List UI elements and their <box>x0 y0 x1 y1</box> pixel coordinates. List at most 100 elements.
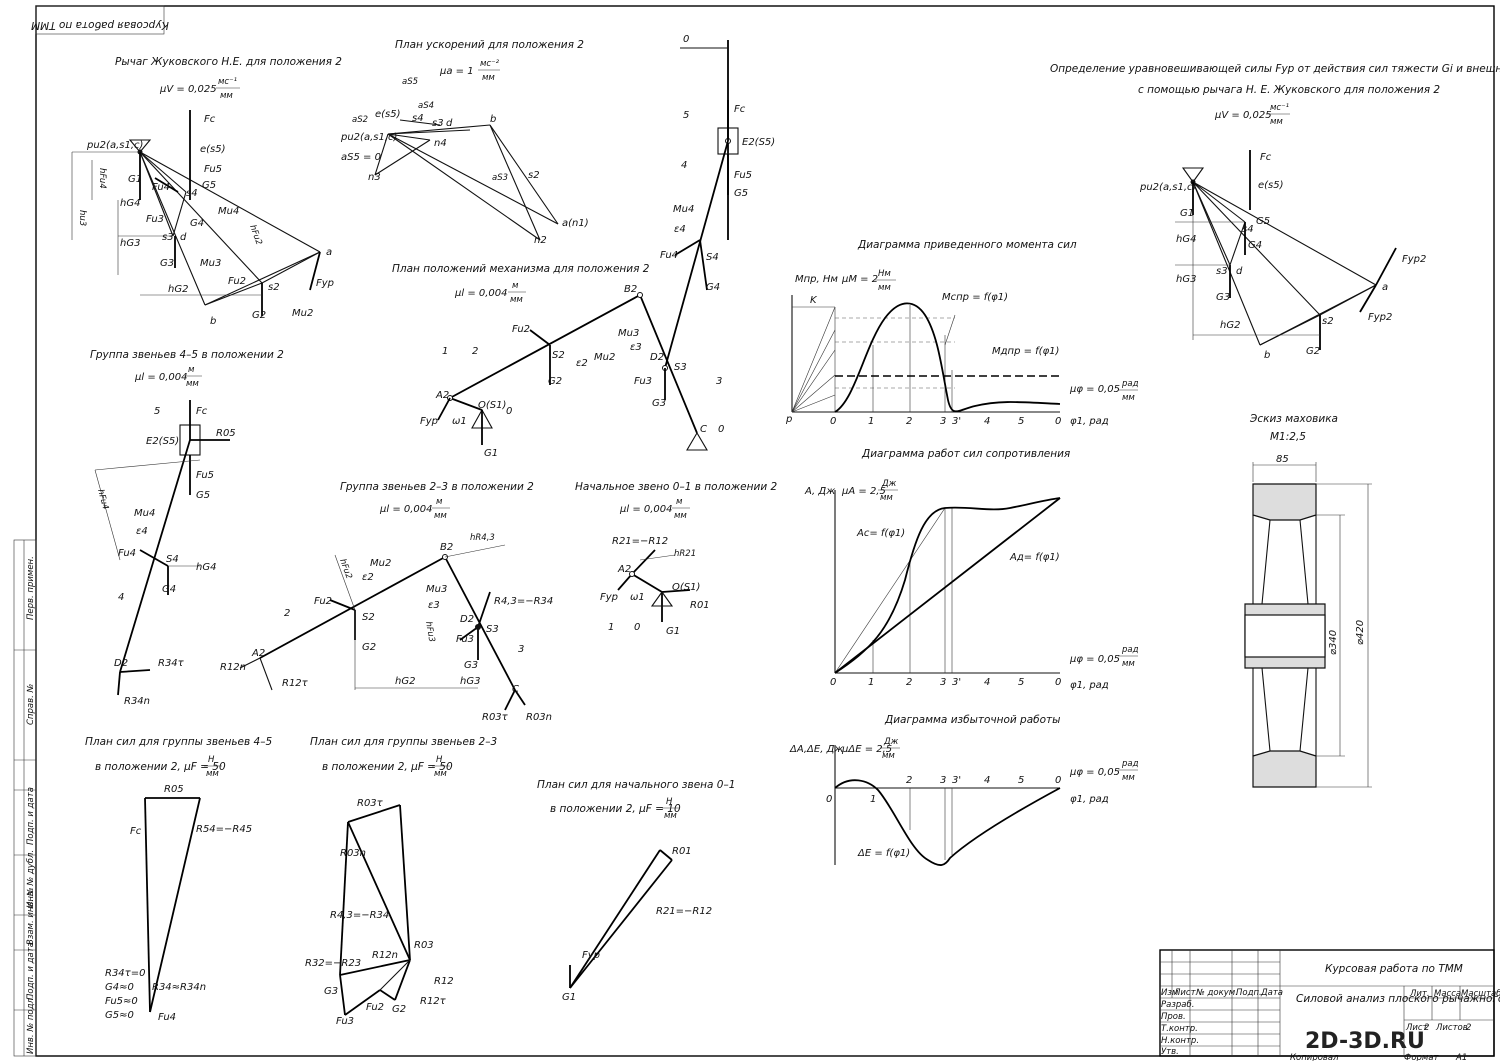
svg-text:5: 5 <box>1018 775 1024 786</box>
svg-text:мм: мм <box>882 751 895 761</box>
svg-text:Fu5≈0: Fu5≈0 <box>105 996 138 1007</box>
svg-text:d: d <box>1236 266 1243 277</box>
svg-text:p: p <box>785 414 792 425</box>
work-curve-c <box>834 497 1061 674</box>
svg-text:Fc: Fc <box>204 114 216 125</box>
svg-text:hG3: hG3 <box>460 676 480 687</box>
svg-text:Масштаб: Масштаб <box>1461 989 1500 999</box>
balance-force: Определение уравновешивающей силы Fур от… <box>1050 63 1500 361</box>
svg-text:φ1, рад: φ1, рад <box>1070 416 1109 427</box>
svg-text:Дж: Дж <box>881 479 897 489</box>
svg-text:ω1: ω1 <box>452 416 467 427</box>
svg-text:B2: B2 <box>440 542 453 553</box>
svg-text:м: м <box>512 281 519 291</box>
side-stamp-4: Инв. № дубл. <box>26 850 36 908</box>
group-4-5: Группа звеньев 4–5 в положении 2 μl = 0,… <box>90 349 284 707</box>
svg-text:pu2(a,s1,c): pu2(a,s1,c) <box>86 140 143 151</box>
svg-text:Fu3: Fu3 <box>336 1016 354 1027</box>
svg-text:2: 2 <box>284 608 290 619</box>
svg-text:ε4: ε4 <box>674 224 686 235</box>
svg-text:Определение уравновешивающей с: Определение уравновешивающей силы Fур от… <box>1050 63 1500 75</box>
svg-text:D2: D2 <box>114 658 128 669</box>
initial-link: Начальное звено 0–1 в положении 2 μl = 0… <box>575 481 777 637</box>
svg-text:0: 0 <box>826 794 832 805</box>
svg-text:S2: S2 <box>552 350 565 361</box>
svg-text:Дж: Дж <box>883 737 899 747</box>
svg-text:Fyp: Fyp <box>582 950 600 961</box>
svg-text:G1: G1 <box>562 992 576 1003</box>
svg-text:μV = 0,025: μV = 0,025 <box>1214 110 1272 121</box>
svg-text:м: м <box>676 497 683 507</box>
svg-text:Mu4: Mu4 <box>218 206 239 217</box>
svg-text:Mu3: Mu3 <box>426 584 447 595</box>
svg-text:2: 2 <box>906 677 912 688</box>
title-block-work: Курсовая работа по ТММ <box>1325 963 1463 975</box>
svg-text:3: 3 <box>940 416 946 427</box>
svg-text:G3: G3 <box>1216 292 1230 303</box>
svg-text:Эскиз маховика: Эскиз маховика <box>1249 413 1338 425</box>
svg-text:μφ = 0,05: μφ = 0,05 <box>1069 384 1120 395</box>
svg-text:hG3: hG3 <box>120 238 140 249</box>
svg-text:Aд= f(φ1): Aд= f(φ1) <box>1009 552 1060 563</box>
svg-text:μA = 2,5: μA = 2,5 <box>841 486 886 497</box>
svg-text:ΔE = f(φ1): ΔE = f(φ1) <box>857 848 910 859</box>
svg-text:hG4: hG4 <box>1176 234 1196 245</box>
mechanism-plan: План положений механизма для положения 2… <box>392 34 775 459</box>
svg-text:Fyp: Fyp <box>420 416 438 427</box>
title-block-doc: Силовой анализ плоского рычажного механи… <box>1296 993 1500 1005</box>
svg-text:м: м <box>188 365 195 375</box>
svg-text:Fc: Fc <box>196 406 208 417</box>
svg-text:S4: S4 <box>706 252 719 263</box>
svg-text:S2: S2 <box>362 612 375 623</box>
svg-text:s4: s4 <box>412 113 424 124</box>
svg-text:a(n1): a(n1) <box>562 218 589 229</box>
svg-text:R34τ: R34τ <box>158 658 185 669</box>
svg-text:C: C <box>512 684 519 695</box>
svg-text:Fu2: Fu2 <box>366 1002 384 1013</box>
svg-text:Fu3: Fu3 <box>456 634 474 645</box>
svg-text:4: 4 <box>984 775 990 786</box>
svg-text:G5: G5 <box>196 490 210 501</box>
flywheel-rim-top <box>1252 483 1317 521</box>
svg-text:A2: A2 <box>251 648 265 659</box>
svg-text:B2: B2 <box>624 284 637 295</box>
watermark: 2D-3D.RU <box>1305 1029 1425 1054</box>
svg-text:K: K <box>810 295 818 306</box>
svg-text:Н: Н <box>208 755 215 765</box>
svg-text:hFu4: hFu4 <box>97 168 107 189</box>
side-stamp-2: Справ. № <box>26 683 36 725</box>
svg-text:pu2(a,s1,c): pu2(a,s1,c) <box>340 132 397 143</box>
svg-text:G5≈0: G5≈0 <box>105 1010 134 1021</box>
svg-text:Диаграмма избыточной работы: Диаграмма избыточной работы <box>884 714 1060 726</box>
svg-text:0: 0 <box>506 406 512 417</box>
svg-text:1: 1 <box>868 416 874 427</box>
svg-text:R12n: R12n <box>220 662 246 673</box>
svg-text:R12n: R12n <box>372 950 398 961</box>
svg-text:s4: s4 <box>186 188 198 199</box>
svg-text:мм: мм <box>1270 117 1283 127</box>
side-stamp-6: Подп. и дата <box>26 942 36 1000</box>
svg-text:R12τ: R12τ <box>420 996 447 1007</box>
svg-text:мс⁻²: мс⁻² <box>480 59 500 69</box>
svg-text:A, Дж: A, Дж <box>804 486 835 497</box>
svg-text:Fu2: Fu2 <box>512 324 530 335</box>
zhukovsky-unit-den: мм <box>220 91 233 101</box>
svg-text:n3: n3 <box>368 172 381 183</box>
excess-curve <box>834 779 1061 866</box>
svg-text:G4≈0: G4≈0 <box>105 982 134 993</box>
svg-text:R34≈R34n: R34≈R34n <box>152 982 206 993</box>
zhukovsky-title: Рычаг Жуковского Н.Е. для положения 2 <box>115 56 342 68</box>
svg-text:мм: мм <box>674 511 687 521</box>
svg-text:G5: G5 <box>1256 216 1270 227</box>
moment-ticks: 0 1 2 3 3' 4 5 0 <box>830 416 1061 427</box>
svg-text:A1: A1 <box>1455 1053 1467 1061</box>
svg-text:0: 0 <box>1055 677 1061 688</box>
svg-text:R05: R05 <box>164 784 184 795</box>
svg-text:R21=−R12: R21=−R12 <box>612 536 668 547</box>
svg-text:S4: S4 <box>166 554 179 565</box>
svg-text:1: 1 <box>442 346 448 357</box>
svg-text:План сил для начального звена: План сил для начального звена 0–1 <box>537 779 735 791</box>
svg-text:D2: D2 <box>650 352 664 363</box>
svg-text:мс⁻¹: мс⁻¹ <box>1270 103 1289 113</box>
svg-text:S3: S3 <box>674 362 687 373</box>
